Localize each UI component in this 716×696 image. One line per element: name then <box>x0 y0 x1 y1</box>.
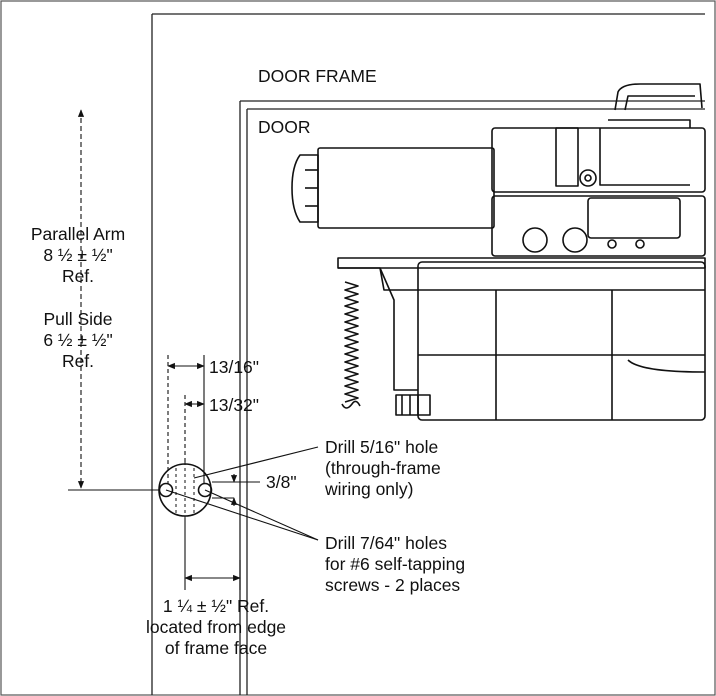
edge-ref-line-1: 1 ¼ ± ½" Ref. <box>162 596 270 616</box>
hole-pattern <box>158 462 213 518</box>
door-closer <box>291 83 706 421</box>
parallel-arm-line-2: 8 ½ ± ½" <box>43 245 113 265</box>
drill-7-64-label: Drill 7/64" holes for #6 self-tapping sc… <box>325 533 465 596</box>
drill-5-16-line-3: wiring only) <box>325 479 414 499</box>
ref-dimension-vertical <box>68 109 160 491</box>
edge-ref-line-3: of frame face <box>164 638 268 658</box>
drill-5-16-line-2: (through-frame <box>325 458 441 478</box>
parallel-arm-label: Parallel Arm 8 ½ ± ½" Ref. <box>8 224 148 287</box>
drill-7-64-line-2: for #6 self-tapping <box>325 554 466 574</box>
dim-13-32-label: 13/32" <box>209 395 260 415</box>
edge-ref-label: 1 ¼ ± ½" Ref. located from edge of frame… <box>116 596 316 659</box>
dim-3-8-label: 3/8" <box>266 472 297 492</box>
drill-5-16-line-1: Drill 5/16" hole <box>325 437 439 457</box>
door-outline <box>246 108 705 695</box>
dim-13-16 <box>167 355 205 484</box>
leader-lines <box>165 446 319 541</box>
dim-13-32 <box>184 395 205 464</box>
drill-5-16-label: Drill 5/16" hole (through-frame wiring o… <box>325 437 441 500</box>
edge-ref-line-2: located from edge <box>145 617 287 637</box>
drill-7-64-line-1: Drill 7/64" holes <box>325 533 447 553</box>
pull-side-line-1: Pull Side <box>43 309 113 329</box>
pull-side-label: Pull Side 6 ½ ± ½" Ref. <box>8 309 148 372</box>
drill-7-64-line-3: screws - 2 places <box>325 575 461 595</box>
door-frame-label: DOOR FRAME <box>258 66 377 86</box>
pull-side-line-3: Ref. <box>61 351 95 371</box>
dim-3-8 <box>212 474 260 506</box>
parallel-arm-line-3: Ref. <box>61 266 95 286</box>
dim-13-16-label: 13/16" <box>209 357 260 377</box>
pull-side-line-2: 6 ½ ± ½" <box>43 330 113 350</box>
dim-edge <box>184 518 241 590</box>
parallel-arm-line-1: Parallel Arm <box>30 224 126 244</box>
door-label: DOOR <box>258 117 311 137</box>
